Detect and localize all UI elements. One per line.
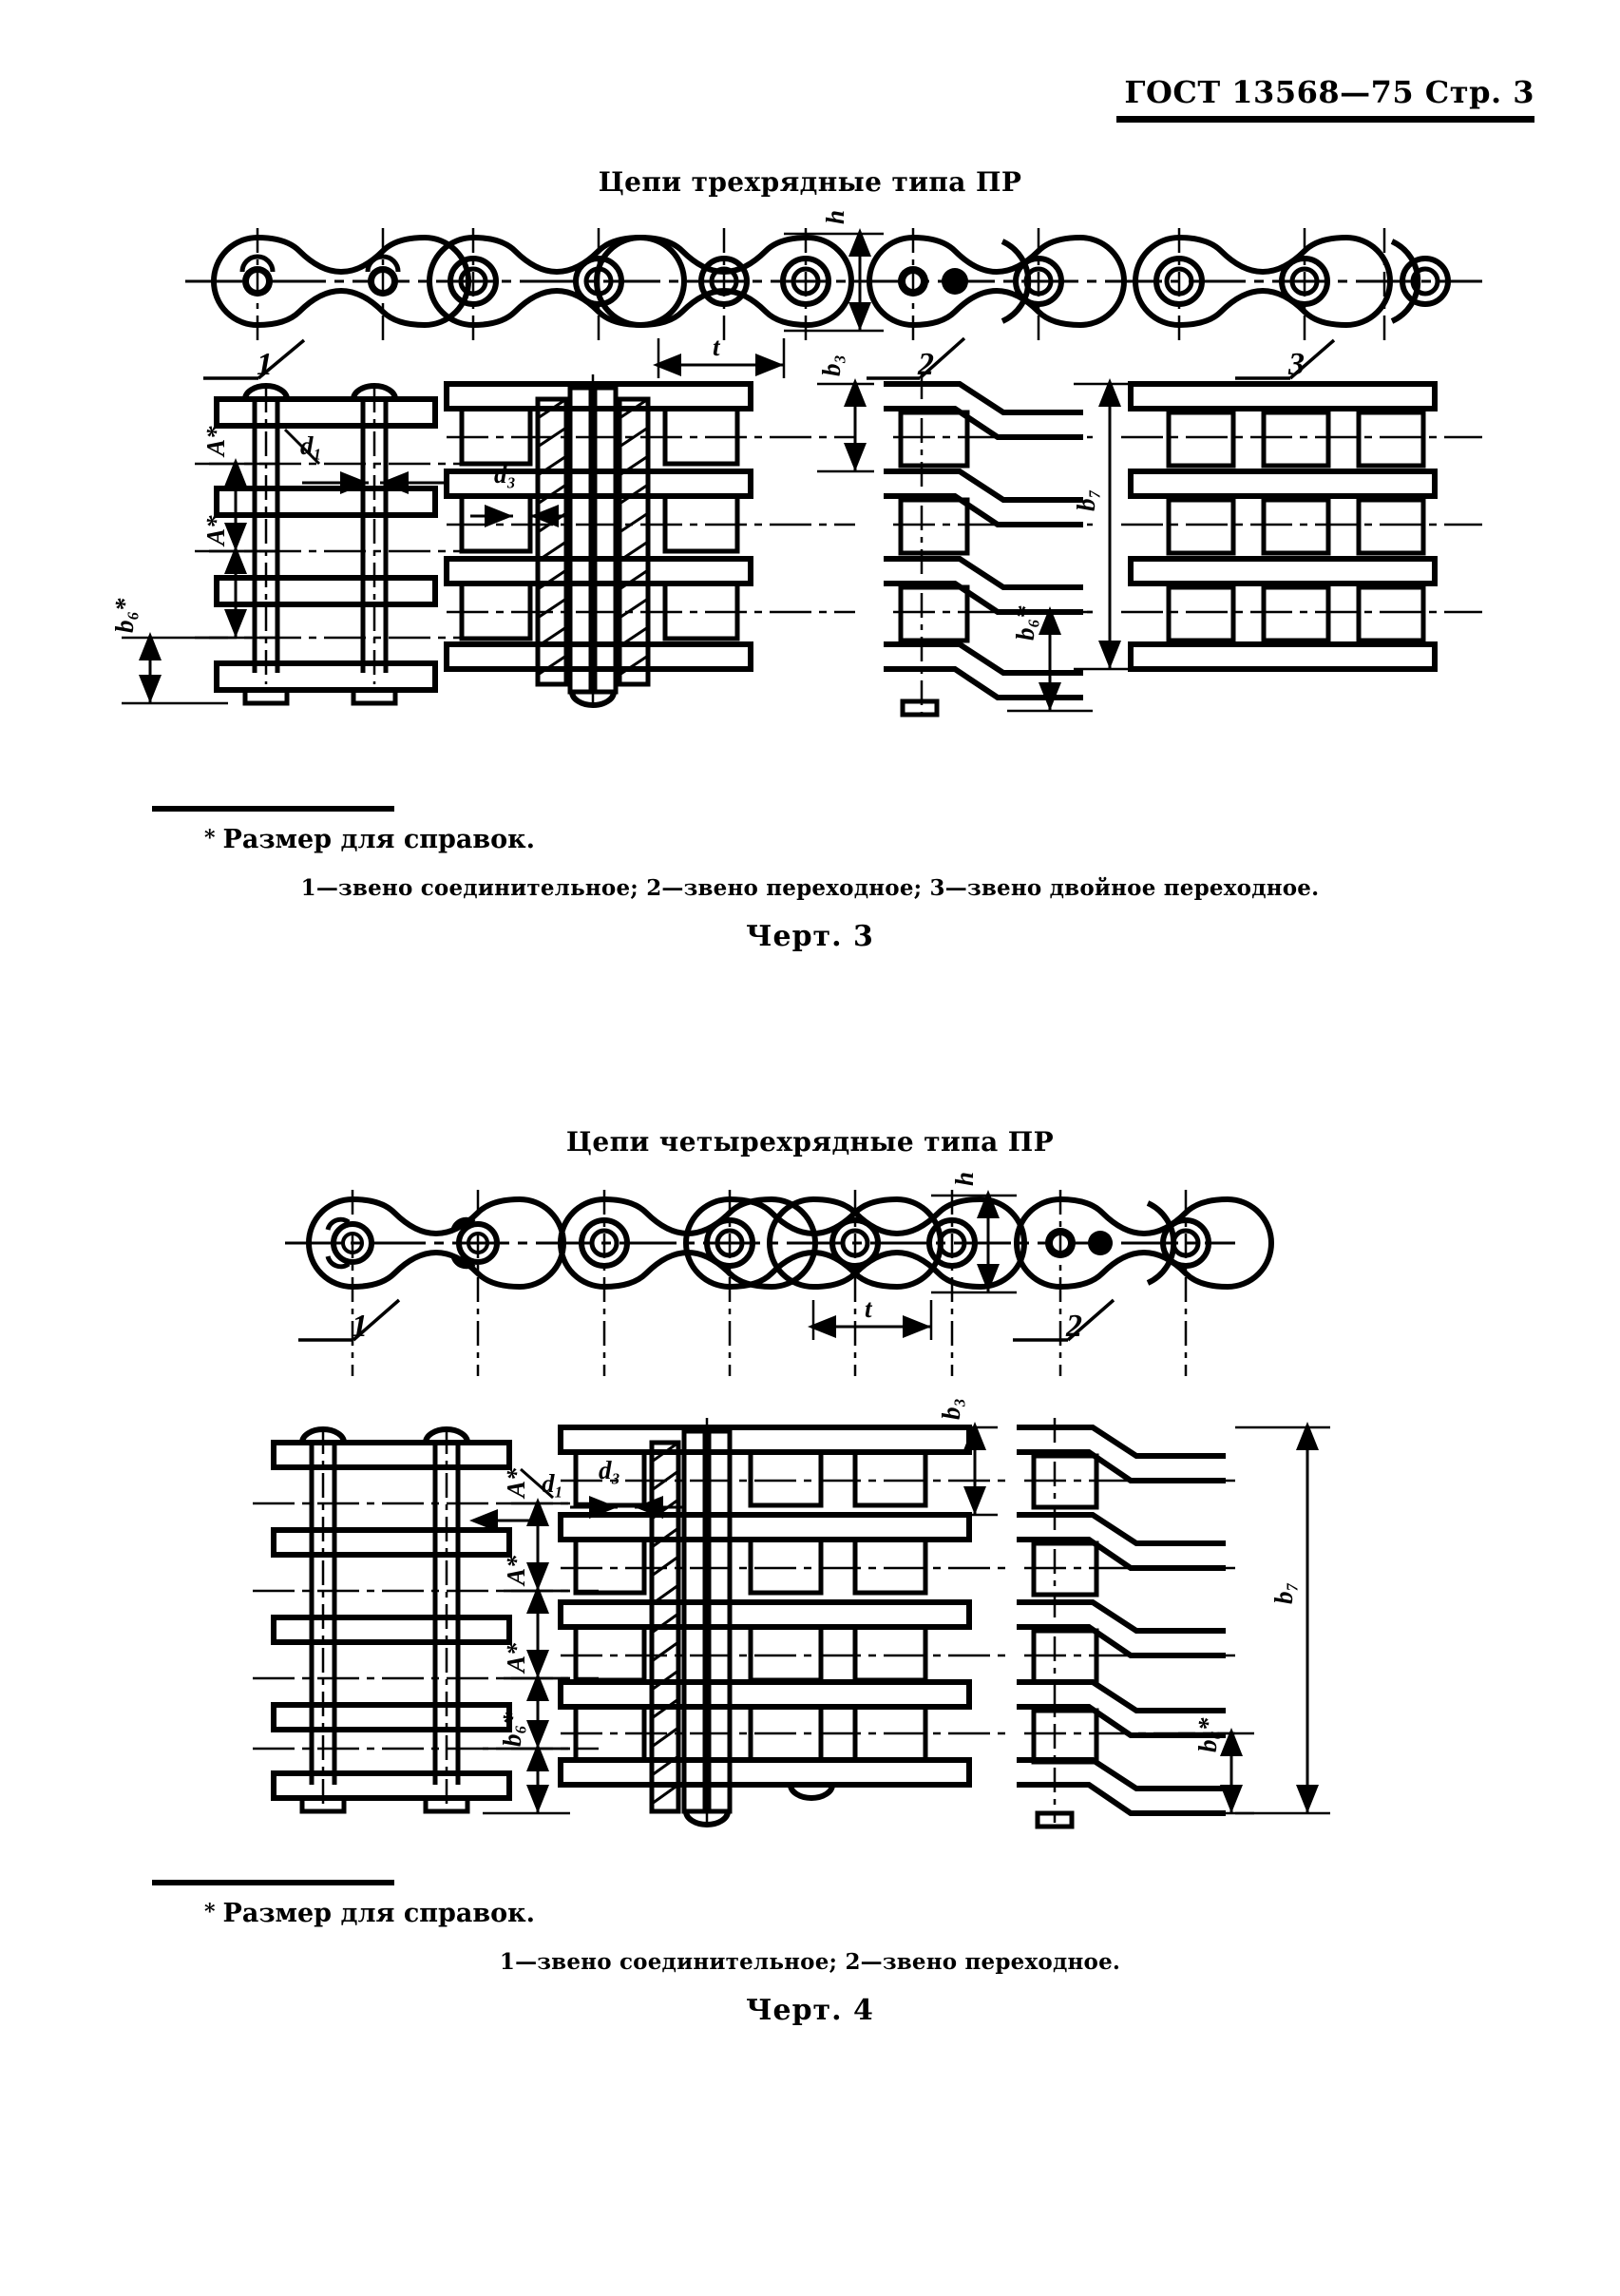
elevation-view-3row: d₁ xyxy=(110,354,1482,718)
dimension-label-A-2: A* xyxy=(502,1555,530,1587)
callout-label-1: 1 xyxy=(257,347,273,382)
dimension-label-b6-2: b₆* xyxy=(1011,605,1039,641)
dimension-label-t: t xyxy=(713,333,721,361)
dimension-b7: b₇ xyxy=(1235,1422,1330,1815)
dimension-label-A-1: A* xyxy=(201,426,230,458)
footnote-text: Размер для справок. xyxy=(222,825,536,854)
right-double-transition-elevation xyxy=(1121,381,1482,672)
callout-label-2: 2 xyxy=(917,347,934,382)
dimension-A-lower: A* xyxy=(201,515,276,640)
dimension-label-t: t xyxy=(865,1294,873,1323)
dimension-label-b7: b₇ xyxy=(1269,1582,1298,1604)
callout-2: 2 xyxy=(1013,1298,1115,1344)
figure-4-footnote-rule xyxy=(152,1880,394,1885)
callout-label-3: 3 xyxy=(1287,347,1305,382)
figure-4-legend: 1—звено соединительное; 2—звено переходн… xyxy=(499,1949,1121,1975)
footnote-asterisk: * xyxy=(204,826,216,851)
link-inner-run xyxy=(429,228,851,340)
callout-2: 2 xyxy=(867,336,966,382)
dimension-label-d1: d₁ xyxy=(300,431,322,460)
callout-label-1: 1 xyxy=(352,1309,368,1344)
right-transition-elevation xyxy=(884,374,1093,718)
dimension-label-d1: d₁ xyxy=(542,1469,563,1498)
figure-four-row-chain: Цепи четырехрядные типа ПР xyxy=(0,1126,1620,2027)
dimension-label-A-2: A* xyxy=(201,515,230,547)
page-header: ГОСТ 13568—75 Стр. 3 xyxy=(1116,74,1534,123)
dimension-d1: d₁ xyxy=(469,1467,563,1532)
section-assembly: d₃ xyxy=(558,1418,1007,1827)
callout-1: 1 xyxy=(203,338,306,382)
dimension-label-d3: d₃ xyxy=(599,1456,620,1484)
figure-4-footnote: *Размер для справок. xyxy=(204,1899,1620,1928)
dimension-label-b3: b₃ xyxy=(937,1398,965,1420)
link-inner-run xyxy=(561,1190,1024,1376)
dimension-A-upper: A* xyxy=(201,426,276,553)
figure-3-footnote: *Размер для справок. xyxy=(204,825,1620,854)
dimension-d3: d₃ xyxy=(470,460,570,527)
dimension-d3: d₃ xyxy=(570,1456,684,1519)
elevation-view-4row: d₁ xyxy=(253,1398,1330,1829)
figure-3-number: Черт. 3 xyxy=(746,920,874,953)
dimension-h: h xyxy=(931,1172,1017,1294)
link-transition xyxy=(869,228,1124,340)
link-connecting xyxy=(309,1190,563,1376)
dimension-h: h xyxy=(784,210,884,333)
footnote-asterisk: * xyxy=(204,1900,216,1924)
link-double-transition xyxy=(1135,228,1451,340)
dimension-t: t xyxy=(808,1294,933,1340)
callout-1: 1 xyxy=(298,1298,401,1344)
dimension-b6-right: b₆* xyxy=(1178,1717,1254,1815)
dimension-label-b3: b₃ xyxy=(817,354,846,376)
dimension-d1: d₁ xyxy=(283,428,447,494)
dimension-label-h: h xyxy=(950,1172,979,1186)
dimension-label-A-1: A* xyxy=(502,1467,530,1500)
right-transition-elevation xyxy=(1017,1418,1235,1829)
dimension-label-d3: d₃ xyxy=(494,460,516,488)
dimension-label-b6-2: b₆* xyxy=(1193,1717,1222,1752)
dimension-b3: b₃ xyxy=(817,354,874,473)
figure-3-title: Цепи трехрядные типа ПР xyxy=(598,166,1022,198)
figure-4-drawing: 1 2 h t xyxy=(0,1158,1620,1880)
figure-3-drawing: 1 2 3 h xyxy=(0,198,1620,806)
dimension-label-b6-1: b₆* xyxy=(498,1712,526,1747)
dimension-label-b6-1: b₆* xyxy=(110,598,139,633)
plan-view-links-4row: 1 2 h t xyxy=(285,1172,1271,1376)
dimension-b3: b₃ xyxy=(931,1398,998,1517)
dimension-b6-right: b₆* xyxy=(1007,605,1093,713)
figure-3-footnote-rule xyxy=(152,806,394,812)
figure-three-row-chain: Цепи трехрядные типа ПР xyxy=(0,166,1620,953)
dimension-b6-left: b₆* xyxy=(110,598,228,705)
callout-3: 3 xyxy=(1235,338,1336,382)
figure-3-legend: 1—звено соединительное; 2—звено переходн… xyxy=(300,875,1320,901)
dimension-t: t xyxy=(653,333,786,378)
callout-label-2: 2 xyxy=(1065,1309,1082,1344)
dimension-b7: b₇ xyxy=(1072,378,1140,671)
left-plate-stack xyxy=(195,383,532,706)
section-assembly: d₃ xyxy=(444,374,855,708)
link-connecting xyxy=(214,228,468,340)
link-transition xyxy=(1017,1190,1271,1376)
footnote-text: Размер для справок. xyxy=(222,1899,536,1928)
dimension-label-h: h xyxy=(821,210,849,224)
dimension-label-b7: b₇ xyxy=(1072,489,1100,511)
figure-4-title: Цепи четырехрядные типа ПР xyxy=(565,1126,1055,1158)
dimension-label-A-3: A* xyxy=(502,1642,530,1674)
left-plate-stack xyxy=(253,1426,599,1814)
plan-view-links: 1 2 3 h xyxy=(185,210,1482,382)
standard-designation: ГОСТ 13568—75 Стр. 3 xyxy=(1124,74,1534,110)
header-rule xyxy=(1116,116,1534,123)
dimension-b6-left: b₆* xyxy=(483,1712,570,1815)
figure-4-number: Черт. 4 xyxy=(746,1994,874,2027)
